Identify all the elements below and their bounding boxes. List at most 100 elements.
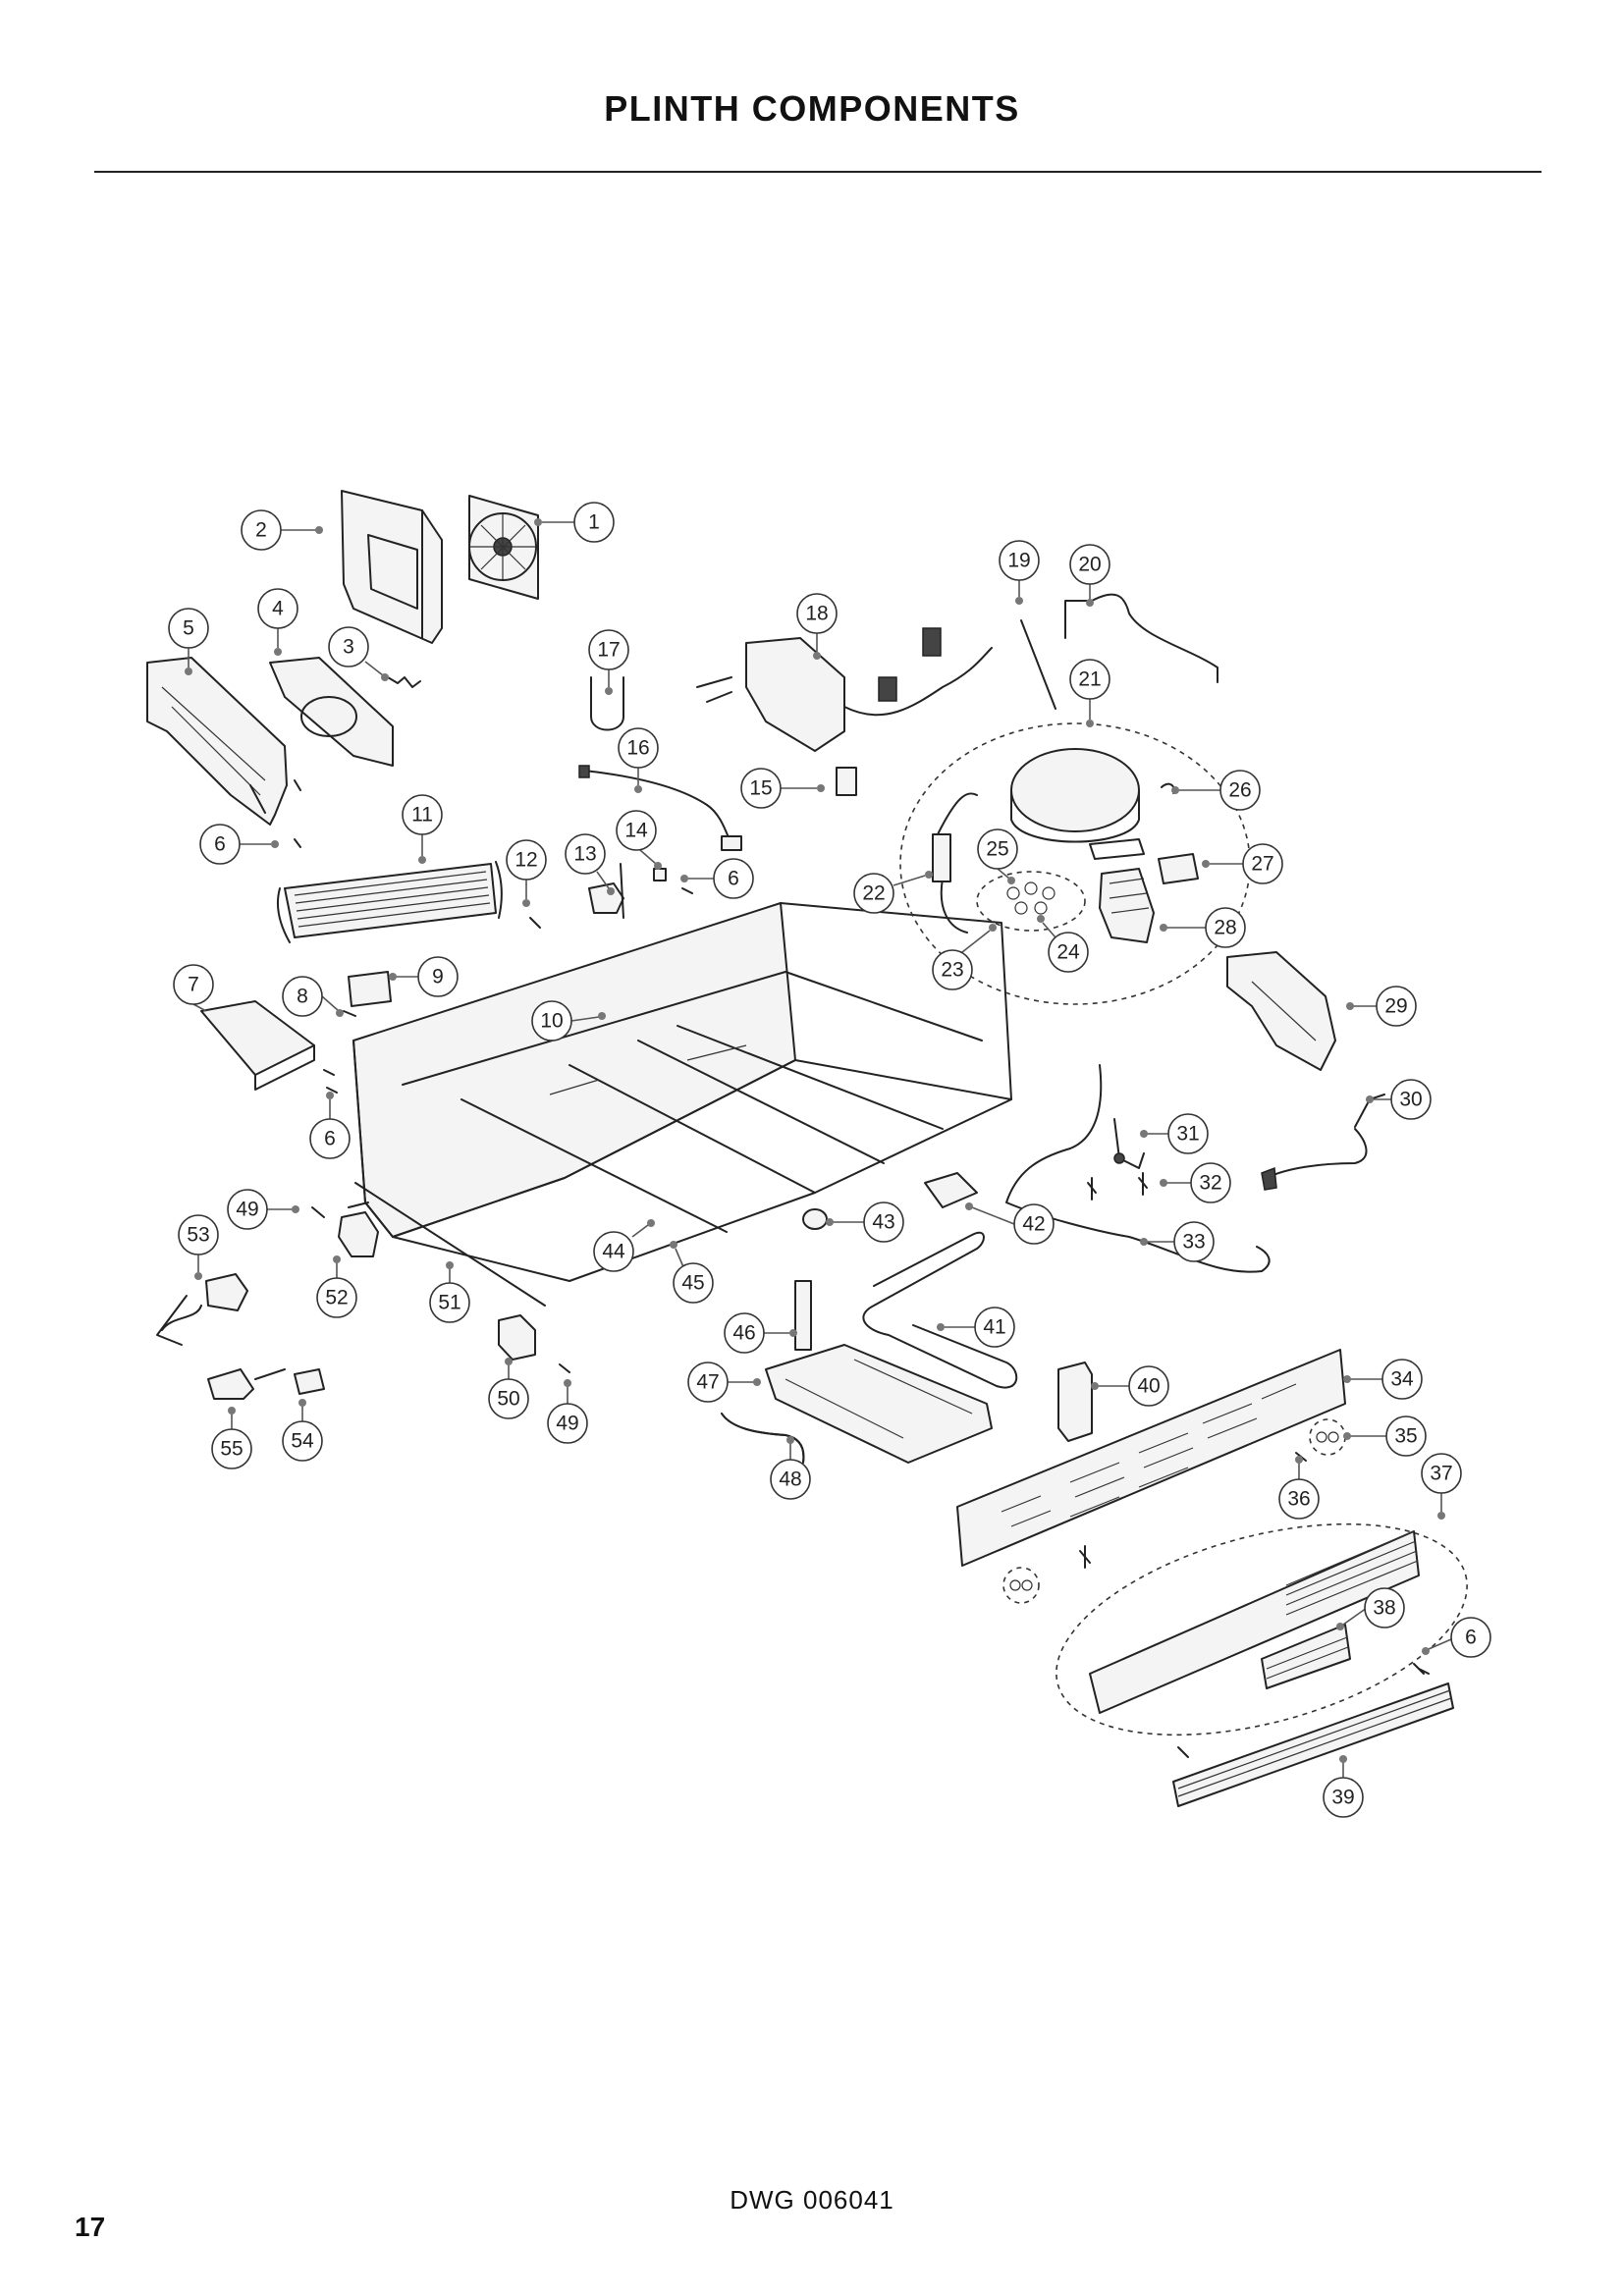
drain-elbow-part <box>721 1413 805 1464</box>
svg-text:48: 48 <box>779 1468 801 1491</box>
callout-26: 26 <box>1171 770 1261 811</box>
mount-bracket-part <box>924 1172 978 1208</box>
svg-text:22: 22 <box>862 882 885 905</box>
callout-9: 9 <box>389 956 459 997</box>
callout-53: 53 <box>178 1214 219 1280</box>
svg-text:6: 6 <box>214 833 226 856</box>
rod-part <box>1020 619 1056 710</box>
callout-37: 37 <box>1421 1453 1462 1520</box>
svg-text:46: 46 <box>732 1322 755 1345</box>
svg-text:10: 10 <box>540 1010 563 1033</box>
callout-10: 10 <box>531 1000 606 1041</box>
u-tube-part <box>590 676 624 731</box>
sensor-part <box>1113 1118 1145 1169</box>
page-title: PLINTH COMPONENTS <box>604 88 1020 129</box>
plinth-tray-part <box>352 902 1012 1282</box>
callout-52: 52 <box>316 1255 357 1318</box>
kick-plate-grille-part <box>956 1349 1346 1567</box>
callout-31: 31 <box>1140 1113 1209 1154</box>
callout-2: 2 <box>241 509 323 551</box>
callout-27: 27 <box>1202 843 1283 884</box>
callout-55: 55 <box>211 1407 252 1469</box>
svg-text:6: 6 <box>1465 1627 1477 1649</box>
callout-6: 6 <box>1422 1617 1491 1658</box>
overload-box-part <box>1099 868 1155 943</box>
svg-text:29: 29 <box>1384 995 1407 1018</box>
svg-text:13: 13 <box>573 843 596 866</box>
callout-13: 13 <box>565 833 615 895</box>
svg-text:54: 54 <box>291 1430 314 1453</box>
svg-text:4: 4 <box>272 598 284 620</box>
grommet-part <box>802 1208 828 1230</box>
plinth-rail-part <box>1172 1682 1454 1807</box>
heater-loop-part <box>862 1231 1018 1389</box>
long-rod-part <box>354 1182 546 1307</box>
callout-18: 18 <box>796 593 838 660</box>
svg-text:53: 53 <box>187 1224 209 1247</box>
drawing-number: DWG 006041 <box>730 2185 894 2215</box>
callout-6: 6 <box>680 858 754 899</box>
svg-text:20: 20 <box>1078 554 1101 576</box>
callout-54: 54 <box>282 1399 323 1462</box>
water-valve-part <box>156 1273 248 1346</box>
callout-28: 28 <box>1160 907 1246 948</box>
compressor-part <box>1010 748 1145 860</box>
svg-text:45: 45 <box>681 1272 704 1295</box>
evaporator-tray-part <box>765 1344 993 1464</box>
svg-text:23: 23 <box>941 959 963 982</box>
fan-shroud-part <box>269 657 394 767</box>
callout-11: 11 <box>402 794 443 864</box>
valve-fitting-part <box>294 1368 325 1395</box>
svg-text:16: 16 <box>626 737 649 760</box>
callout-16: 16 <box>618 727 659 793</box>
callout-30: 30 <box>1366 1079 1432 1120</box>
svg-text:2: 2 <box>255 519 267 542</box>
svg-text:42: 42 <box>1022 1213 1045 1236</box>
callout-46: 46 <box>724 1312 797 1354</box>
callout-42: 42 <box>965 1202 1055 1245</box>
callout-41: 41 <box>937 1307 1015 1348</box>
callout-24: 24 <box>1037 915 1089 973</box>
svg-text:33: 33 <box>1182 1231 1205 1254</box>
callout-34: 34 <box>1343 1359 1423 1400</box>
callout-21: 21 <box>1069 659 1110 727</box>
condenser-coil-part <box>277 861 503 943</box>
svg-text:14: 14 <box>624 820 648 842</box>
svg-text:15: 15 <box>749 777 772 800</box>
svg-text:9: 9 <box>432 966 444 988</box>
svg-text:32: 32 <box>1199 1172 1221 1195</box>
callout-14: 14 <box>616 810 662 870</box>
callout-29: 29 <box>1346 986 1417 1027</box>
wiring-harness-part <box>1005 1064 1385 1273</box>
callout-23: 23 <box>932 924 997 990</box>
callout-39: 39 <box>1323 1755 1364 1818</box>
callout-48: 48 <box>770 1436 811 1500</box>
svg-text:30: 30 <box>1399 1089 1422 1111</box>
svg-text:43: 43 <box>872 1211 894 1234</box>
callout-44: 44 <box>593 1219 655 1272</box>
callout-15: 15 <box>740 768 825 809</box>
fan-housing-part <box>341 490 443 644</box>
thermostat-switch-part <box>338 1201 379 1257</box>
callout-50: 50 <box>488 1358 529 1419</box>
label-tag-part <box>836 767 857 796</box>
svg-text:44: 44 <box>602 1241 625 1263</box>
callout-22: 22 <box>853 871 933 914</box>
callout-25: 25 <box>977 828 1018 884</box>
callout-6: 6 <box>309 1092 351 1159</box>
svg-text:41: 41 <box>983 1316 1005 1339</box>
control-bracket-part <box>146 657 288 826</box>
svg-text:1: 1 <box>588 511 600 534</box>
callout-49: 49 <box>227 1189 299 1230</box>
insulation-block-part <box>348 971 392 1007</box>
svg-text:52: 52 <box>325 1287 348 1309</box>
callout-19: 19 <box>999 540 1040 605</box>
callout-45: 45 <box>670 1241 714 1304</box>
small-clip-part <box>653 868 667 881</box>
svg-text:27: 27 <box>1251 853 1273 876</box>
svg-text:8: 8 <box>297 986 308 1008</box>
svg-text:51: 51 <box>438 1292 460 1314</box>
callout-49: 49 <box>547 1379 588 1444</box>
plinth-front-outline <box>1056 1522 1468 1736</box>
svg-text:49: 49 <box>236 1199 258 1221</box>
